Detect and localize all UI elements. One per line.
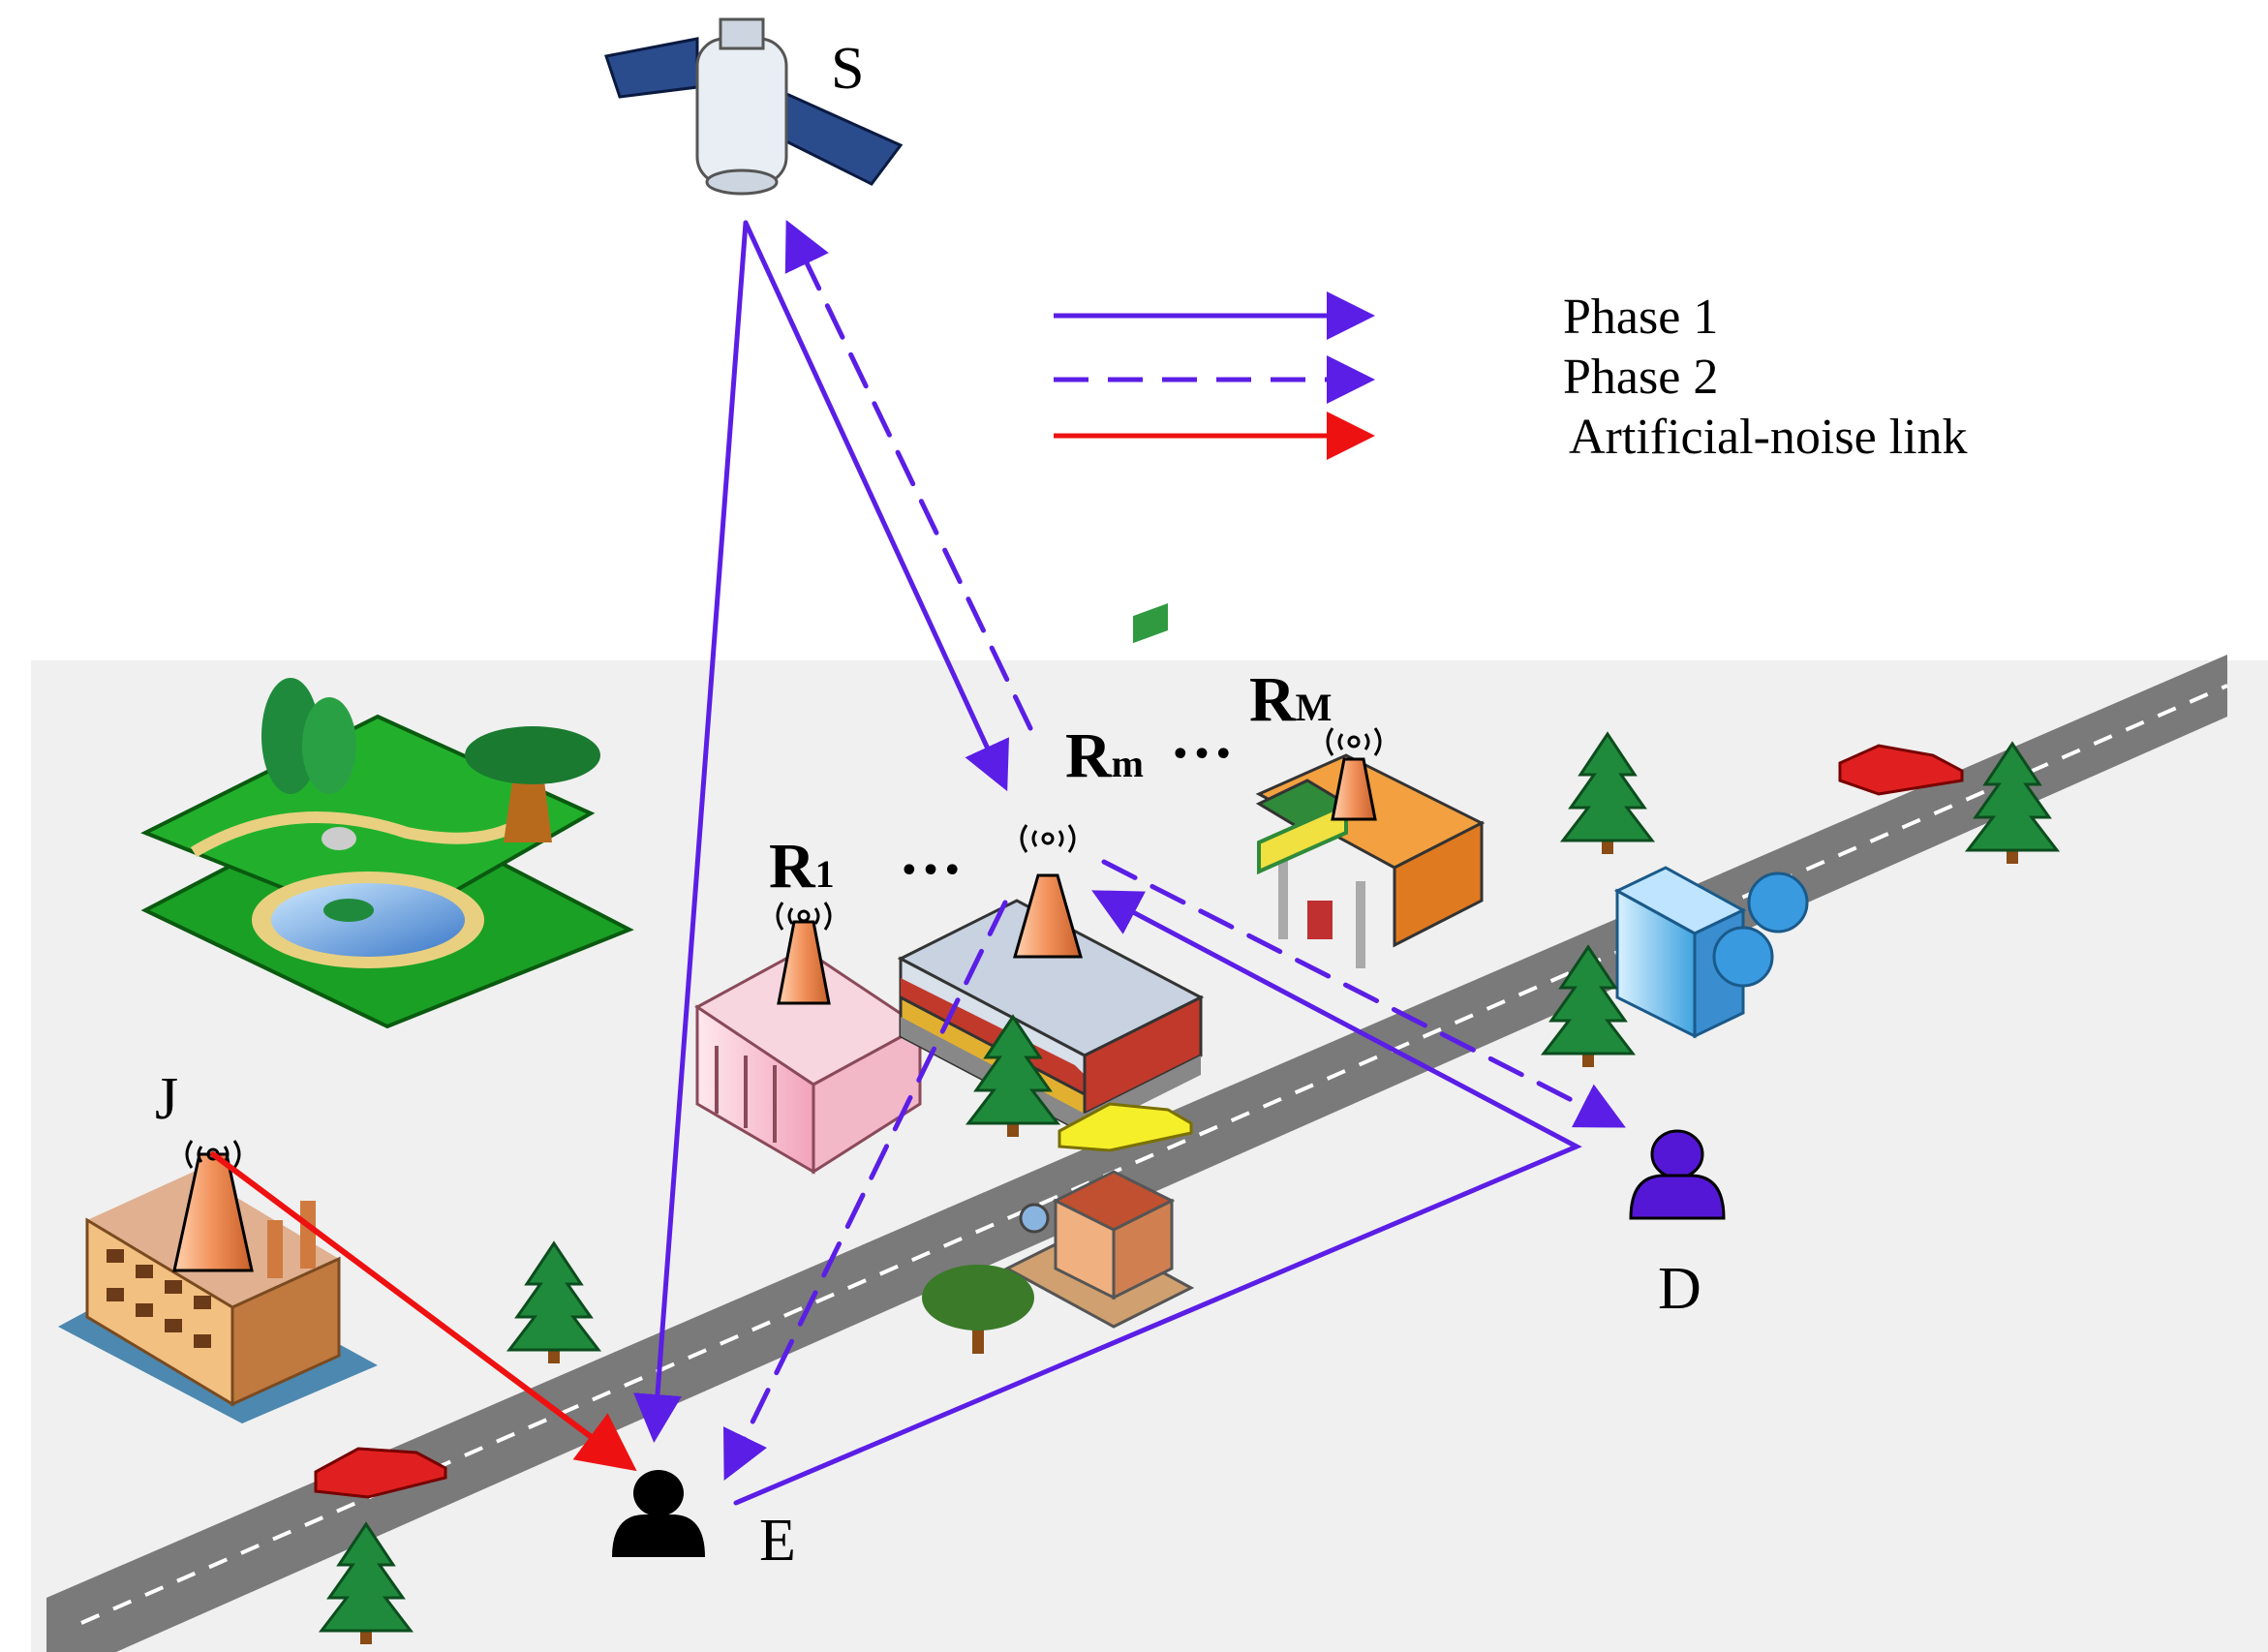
- node-label-destination: D: [1658, 1256, 1701, 1322]
- legend-label-phase-1: Phase 1: [1563, 290, 1719, 345]
- ellipsis-2: …: [1170, 701, 1234, 772]
- link-s-to-rm: [743, 220, 1009, 792]
- node-label-source: S: [831, 36, 865, 102]
- node-label-relay-m: Rm: [1065, 724, 1144, 788]
- car-icons: [314, 744, 1964, 1499]
- link-rm-to-s: [784, 219, 1033, 731]
- relay-M-letter: R: [1249, 664, 1296, 735]
- legend-swatches: [1054, 291, 1375, 460]
- park-icon: [140, 678, 634, 1029]
- node-label-relay-1: R1: [769, 835, 835, 899]
- tree-icons: [320, 732, 2059, 1646]
- links: [210, 219, 1626, 1506]
- link-j-to-e: [210, 1151, 637, 1472]
- relay-m-antenna: [1013, 823, 1083, 959]
- link-rm-to-d: [1101, 859, 1626, 1128]
- relay-1-subscript: 1: [814, 852, 835, 896]
- office-building: [1613, 866, 1809, 1039]
- relay-M-antenna: [1326, 726, 1382, 821]
- node-label-jammer: J: [155, 1066, 179, 1132]
- relay-m-letter: R: [1065, 720, 1112, 791]
- relay-M-subscript: M: [1295, 686, 1333, 729]
- relay-1-antenna: [776, 901, 832, 1005]
- legend-label-noise: Artificial-noise link: [1569, 410, 1968, 465]
- legend-label-phase-2: Phase 2: [1563, 350, 1719, 405]
- ellipsis-1: …: [899, 817, 963, 888]
- relay-m-subscript: m: [1111, 742, 1144, 785]
- satellite-icon: [604, 17, 904, 196]
- link-e-via-d-to-rm: [733, 890, 1582, 1506]
- hotel-building: [1003, 1170, 1195, 1329]
- node-label-eavesdropper: E: [759, 1508, 796, 1574]
- relay-1-letter: R: [769, 831, 815, 902]
- node-label-relay-M: RM: [1249, 668, 1332, 732]
- link-s-to-e: [633, 220, 749, 1443]
